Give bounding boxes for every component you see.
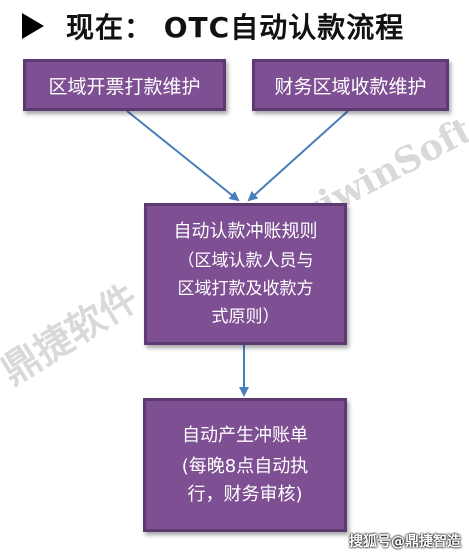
box-auto-matching-heading: 自动认款冲账规则 [173,221,318,242]
arrow-left-to-middle [126,110,240,202]
box-auto-matching-rules: 自动认款冲账规则 （区域认款人员与 区域打款及收款方 式原则） [144,203,347,345]
box-auto-writeoff-detail: (每晚8点自动执 行，财务审核) [181,456,309,505]
box-region-billing-label: 区域开票打款维护 [48,75,201,98]
arrow-right-to-middle [247,110,349,202]
box-region-billing: 区域开票打款维护 [23,59,226,111]
source-label: 搜狐号@鼎捷智造 [349,534,461,550]
box-auto-writeoff: 自动产生冲账单 (每晚8点自动执 行，财务审核) [143,398,347,532]
box-auto-matching-detail: （区域认款人员与 区域打款及收款方 式原则） [177,251,314,327]
page-title: 现在： OTC自动认款流程 [22,4,404,48]
box-finance-receipt-label: 财务区域收款维护 [274,75,427,98]
play-triangle-icon [22,13,44,39]
title-text: 现在： OTC自动认款流程 [66,11,405,44]
box-auto-writeoff-heading: 自动产生冲账单 [182,425,308,446]
box-finance-receipt: 财务区域收款维护 [252,59,449,111]
